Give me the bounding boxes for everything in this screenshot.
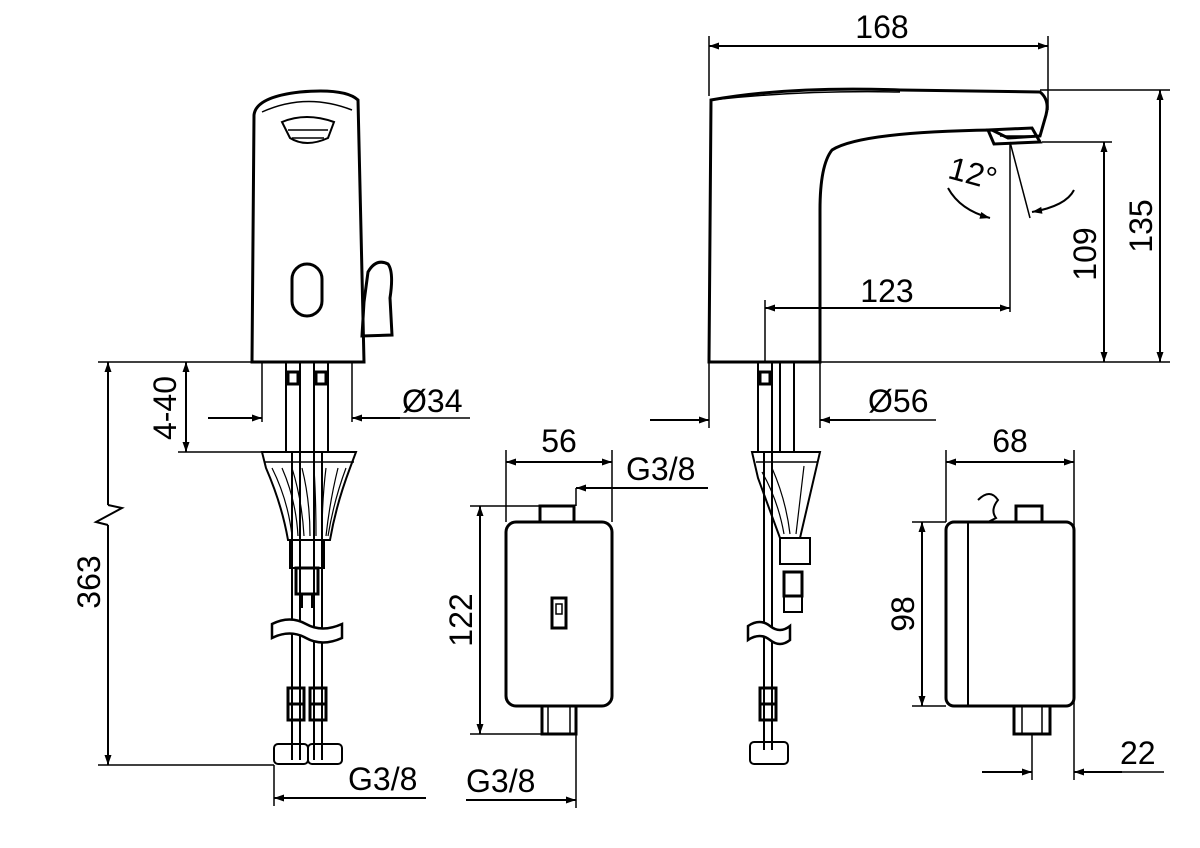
dim-168-label: 168 (855, 9, 908, 45)
dim-122-label: 122 (443, 593, 479, 646)
control-box-side (944, 493, 1076, 736)
dim-68-label: 68 (992, 423, 1028, 459)
control-box-side-dimensions (912, 450, 1164, 780)
control-box-front (504, 504, 614, 736)
dim-22-label: 22 (1120, 735, 1156, 771)
faucet-front-view (250, 89, 394, 765)
thread-g38-box-top-label: G3/8 (626, 451, 695, 487)
dim-123-label: 123 (860, 273, 913, 309)
dim-363-label: 363 (71, 555, 107, 608)
range-4-40-label: 4-40 (147, 376, 183, 440)
faucet-side-view (707, 87, 1075, 765)
control-box-front-dimensions (466, 450, 708, 808)
front-dimensions (93, 361, 470, 806)
angle-12-label: 12° (945, 150, 1001, 197)
dim-109-label: 109 (1067, 227, 1103, 280)
dia-56-label: Ø56 (868, 383, 928, 419)
side-dimensions (650, 36, 1170, 428)
dimension-labels: 168 135 109 123 12° Ø56 Ø34 4-40 363 G3/… (71, 9, 1159, 799)
thread-g38-bottom-left-label: G3/8 (348, 761, 417, 797)
dim-56-box-label: 56 (541, 423, 577, 459)
dim-98-label: 98 (885, 596, 921, 632)
dia-34-label: Ø34 (402, 383, 462, 419)
thread-g38-box-bottom-label: G3/8 (466, 763, 535, 799)
dim-135-label: 135 (1123, 199, 1159, 252)
